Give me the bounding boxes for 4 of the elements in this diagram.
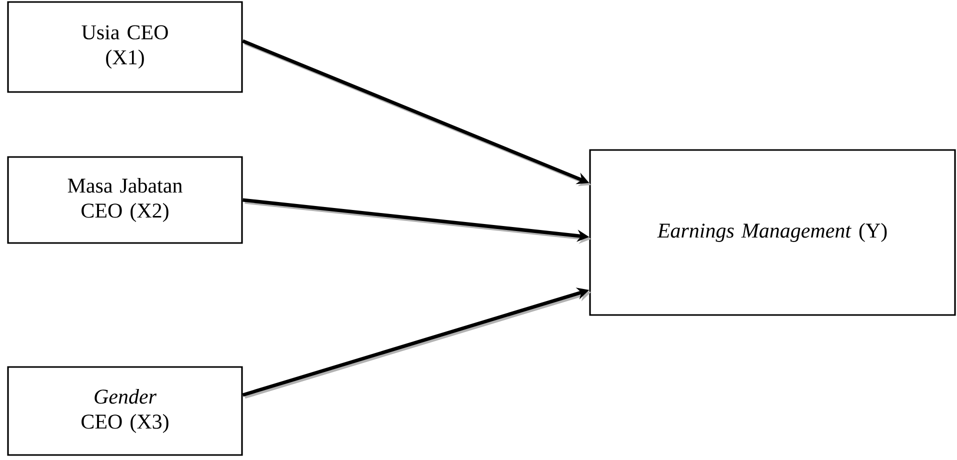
- box: Masa Jabatan CEO (X2): [7, 156, 243, 244]
- box: Earnings Management (Y): [589, 149, 956, 316]
- box: Usia CEO (X1): [7, 1, 243, 93]
- box: Gender CEO (X3): [7, 366, 243, 456]
